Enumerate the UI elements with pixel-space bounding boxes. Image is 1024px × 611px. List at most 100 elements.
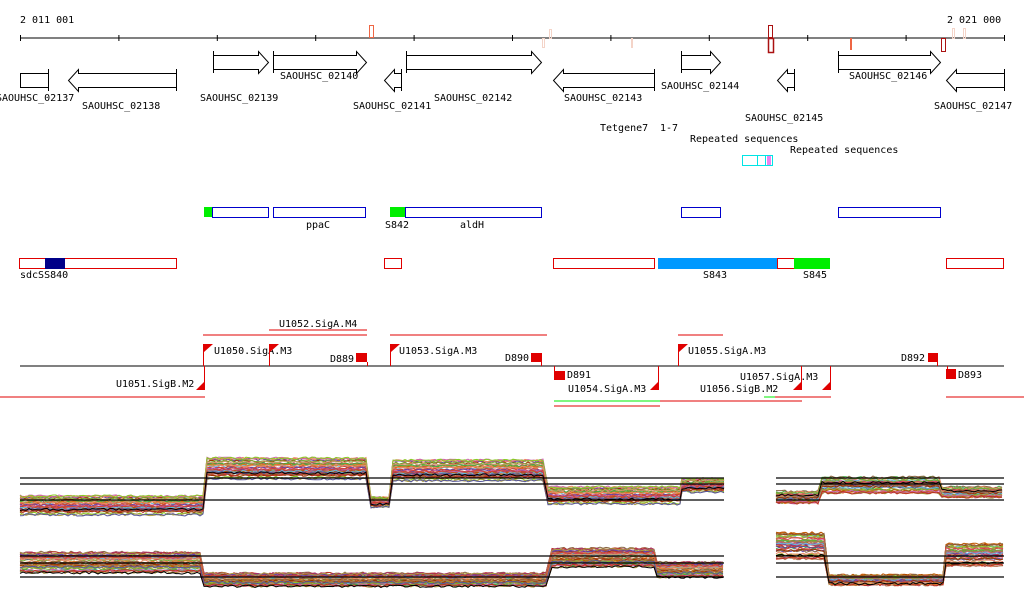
annotation-box[interactable] — [405, 207, 542, 218]
expression-trace — [19, 547, 724, 576]
gene-feature[interactable]: SAOUHSC_02141 — [353, 68, 431, 112]
gene-feature[interactable]: SAOUHSC_02137 — [0, 69, 74, 104]
terminator-label: D892 — [901, 353, 925, 364]
ruler-start-label: 2 011 001 — [20, 15, 74, 26]
promoter-forward[interactable]: U1052.SigA.M4 — [269, 319, 358, 366]
flag-icon — [650, 382, 658, 390]
gene-arrow — [552, 68, 655, 93]
flag-icon — [196, 382, 204, 390]
terminator-icon — [531, 353, 542, 362]
expression-trace — [775, 490, 1003, 505]
promoter-reverse[interactable]: U1051.SigB.M2 — [116, 366, 205, 390]
promoter-reverse[interactable]: U1054.SigA.M3 — [568, 366, 659, 395]
expression-trace — [19, 471, 725, 512]
repeat-track: Tetgene7 1-7 Repeated sequences Repeated… — [600, 123, 898, 166]
green-segment[interactable] — [794, 258, 830, 269]
promoter-reverse[interactable]: U1056.SigB.M2 — [700, 366, 802, 395]
terminator[interactable]: D893 — [946, 366, 982, 381]
expression-trace — [775, 484, 1003, 500]
expression-trace — [775, 548, 1004, 584]
expression-panel — [19, 456, 725, 517]
expression-trace — [775, 532, 1003, 578]
gene-label: SAOUHSC_02142 — [434, 93, 512, 104]
gene-arrow — [776, 68, 795, 93]
promoter-forward[interactable]: U1055.SigA.M3 — [678, 344, 767, 366]
green-segment — [204, 207, 213, 217]
ruler-marker — [768, 25, 773, 38]
promoter-forward[interactable]: U1053.SigA.M3 — [390, 344, 478, 366]
ruler-ticks — [20, 35, 1005, 41]
annotation-label: S843 — [703, 270, 727, 281]
gene-feature[interactable]: SAOUHSC_02139 — [200, 50, 278, 104]
annotation-label: S845 — [803, 270, 827, 281]
expression-trace — [19, 558, 724, 584]
expression-trace — [775, 549, 1004, 584]
flag-icon — [793, 382, 801, 390]
expression-trace — [19, 559, 724, 585]
ruler-marker — [952, 28, 955, 39]
promoter-forward[interactable]: U1050.SigA.M3 — [203, 344, 293, 366]
expression-trace — [19, 467, 725, 508]
repeat-box[interactable] — [765, 155, 773, 166]
terminator-label: D890 — [505, 353, 529, 364]
expression-trace — [775, 480, 1003, 497]
terminator-label: D891 — [567, 370, 591, 381]
annotation-box[interactable] — [777, 258, 795, 269]
repeat-label: Repeated sequences — [790, 145, 898, 156]
gene-feature[interactable]: SAOUHSC_02142 — [406, 50, 543, 104]
sky-segment[interactable] — [658, 258, 777, 269]
gene-feature[interactable]: SAOUHSC_02140 — [273, 50, 368, 82]
annotation-box[interactable] — [553, 258, 655, 269]
ruler-markers — [369, 25, 966, 54]
promoter-label: U1052.SigA.M4 — [279, 319, 357, 330]
annotation-box[interactable] — [838, 207, 941, 218]
gene-label: SAOUHSC_02143 — [564, 93, 642, 104]
annotation-box[interactable] — [946, 258, 1004, 269]
gene-feature[interactable]: SAOUHSC_02145 — [745, 68, 823, 124]
gene-arrow — [838, 50, 942, 75]
expression-trace — [19, 565, 724, 589]
gene-feature[interactable]: SAOUHSC_02138 — [67, 68, 177, 112]
promoter-label: U1056.SigB.M2 — [700, 384, 778, 395]
annotation-box[interactable] — [19, 258, 177, 269]
gene-label: SAOUHSC_02138 — [82, 101, 160, 112]
terminator[interactable]: D889 — [330, 353, 368, 366]
ruler-marker — [941, 38, 946, 52]
promoter-label: U1057.SigA.M3 — [740, 372, 818, 383]
gene-label: SAOUHSC_02141 — [353, 101, 431, 112]
ruler-marker — [549, 29, 552, 39]
expression-trace — [775, 531, 1004, 577]
gene-feature[interactable]: SAOUHSC_02144 — [661, 50, 739, 92]
gene-label: SAOUHSC_02145 — [745, 113, 823, 124]
terminator-label: D893 — [958, 370, 982, 381]
flag-icon — [679, 344, 688, 352]
promoter-label: U1051.SigB.M2 — [116, 379, 194, 390]
annotation-box[interactable] — [681, 207, 721, 218]
gene-label: SAOUHSC_02140 — [280, 71, 358, 82]
terminator[interactable]: D892 — [901, 353, 938, 366]
repeat-label: 1-7 — [660, 123, 678, 134]
promoter-reverse[interactable]: U1057.SigA.M3 — [740, 366, 831, 390]
ruler-marker — [631, 38, 633, 48]
gene-feature[interactable]: SAOUHSC_02143 — [552, 68, 655, 104]
annotation-box[interactable] — [273, 207, 366, 218]
repeat-box[interactable] — [742, 155, 758, 166]
expression-trace — [19, 563, 724, 587]
expression-profiles — [19, 456, 1004, 589]
promoter-terminator-track: U1050.SigA.M3 U1052.SigA.M4 U1053.SigA.M… — [0, 319, 1024, 407]
flag-icon — [204, 344, 213, 352]
gene-label: SAOUHSC_02146 — [849, 71, 927, 82]
gene-feature[interactable]: SAOUHSC_02146 — [838, 50, 942, 82]
promoter-label: U1054.SigA.M3 — [568, 384, 646, 395]
annotation-box[interactable] — [212, 207, 269, 218]
gene-arrow — [67, 68, 177, 93]
repeat-box[interactable] — [757, 155, 766, 166]
terminator[interactable]: D891 — [554, 366, 591, 381]
terminator[interactable]: D890 — [505, 353, 542, 366]
navy-segment — [45, 258, 65, 269]
gene-arrow — [681, 50, 722, 75]
gene-feature[interactable]: SAOUHSC_02147 — [934, 68, 1012, 112]
annotation-box[interactable] — [384, 258, 402, 269]
expression-panel — [775, 475, 1004, 505]
